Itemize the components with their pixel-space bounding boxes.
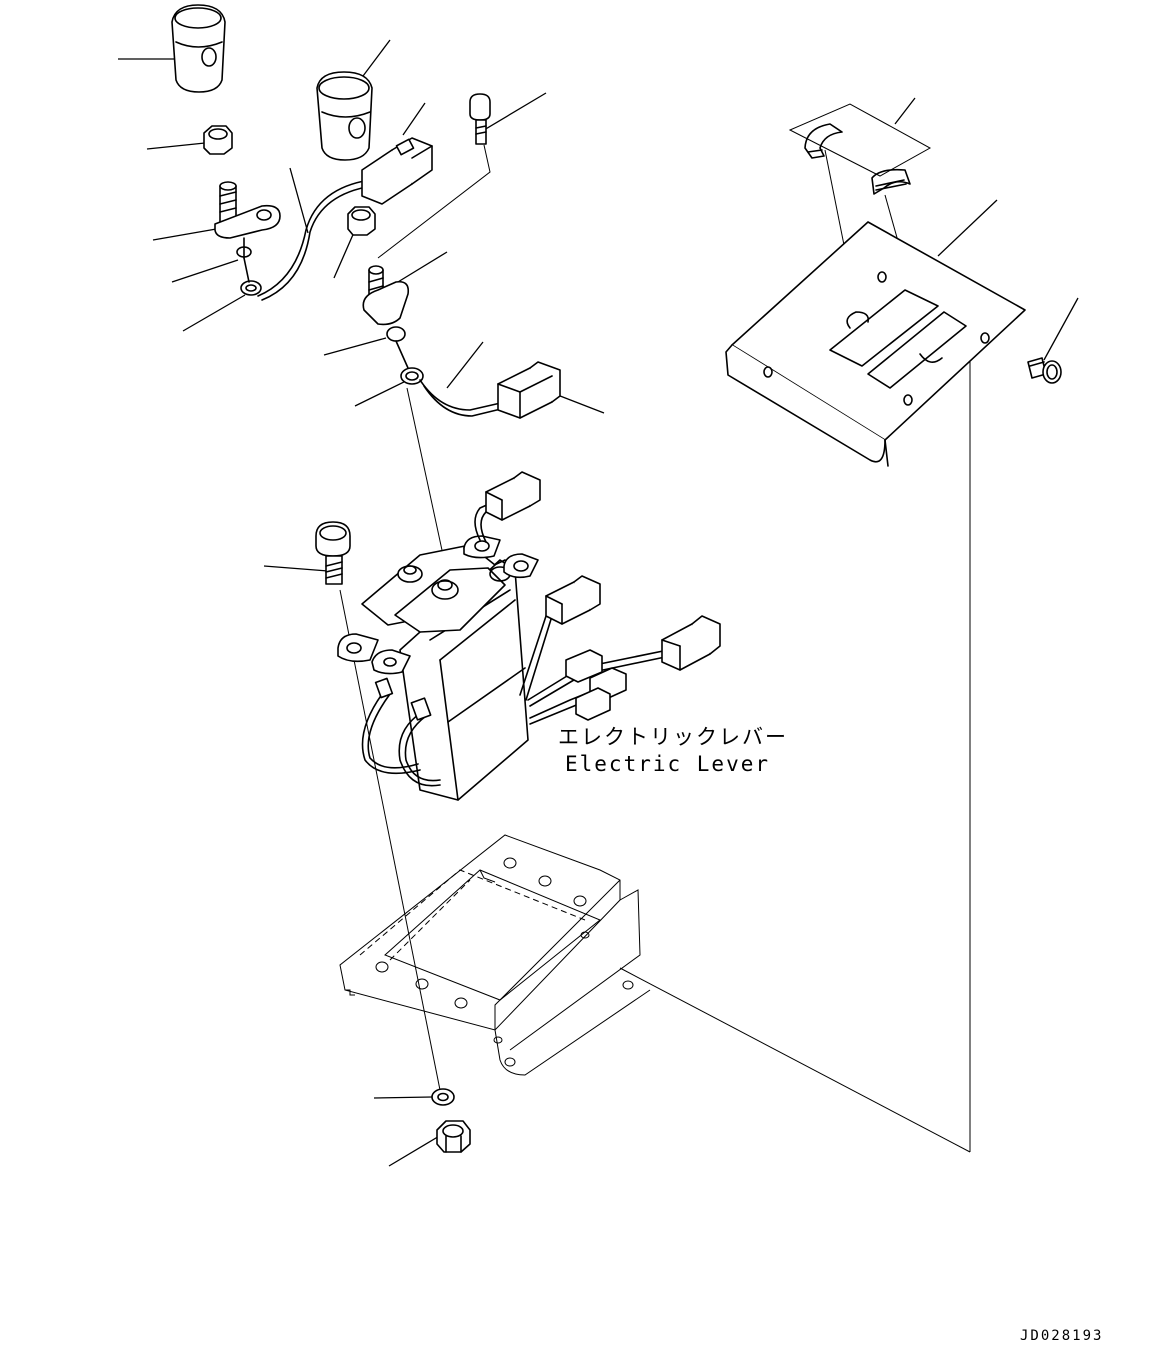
nut-icon bbox=[203, 125, 233, 155]
electric-lever-unit bbox=[337, 535, 539, 801]
bracket-icon bbox=[339, 834, 651, 1076]
lever-knob-icon bbox=[316, 71, 373, 161]
connector-icon bbox=[661, 615, 721, 671]
nut-icon bbox=[347, 206, 376, 236]
label-electric-lever-jp: エレクトリックレバー bbox=[558, 725, 788, 749]
switch-stud-icon bbox=[362, 265, 424, 385]
switch-stud-icon bbox=[214, 181, 281, 296]
connector-icon bbox=[485, 471, 541, 521]
connector-icon bbox=[545, 575, 601, 625]
nut-icon bbox=[436, 1120, 471, 1153]
wire-harness bbox=[419, 379, 506, 417]
clip-icon bbox=[871, 168, 911, 195]
wire-harness bbox=[257, 179, 373, 301]
cover-plate-icon bbox=[725, 221, 1026, 467]
washer-icon bbox=[431, 1088, 455, 1106]
label-electric-lever-en: Electric Lever bbox=[565, 752, 770, 776]
drawing-code: JD028193 bbox=[1020, 1328, 1103, 1344]
clip-sheet bbox=[788, 103, 932, 177]
assembly-lines bbox=[339, 144, 971, 1153]
bolt-icon bbox=[469, 93, 491, 145]
bolt-icon bbox=[315, 521, 351, 585]
lever-knob-icon bbox=[171, 4, 226, 93]
screw-icon bbox=[1027, 357, 1062, 384]
connector-icon bbox=[497, 361, 561, 419]
leader-lines bbox=[118, 39, 1079, 1167]
clip-icon bbox=[804, 123, 843, 159]
connector-icon bbox=[361, 137, 433, 205]
connector-icon bbox=[565, 649, 627, 721]
